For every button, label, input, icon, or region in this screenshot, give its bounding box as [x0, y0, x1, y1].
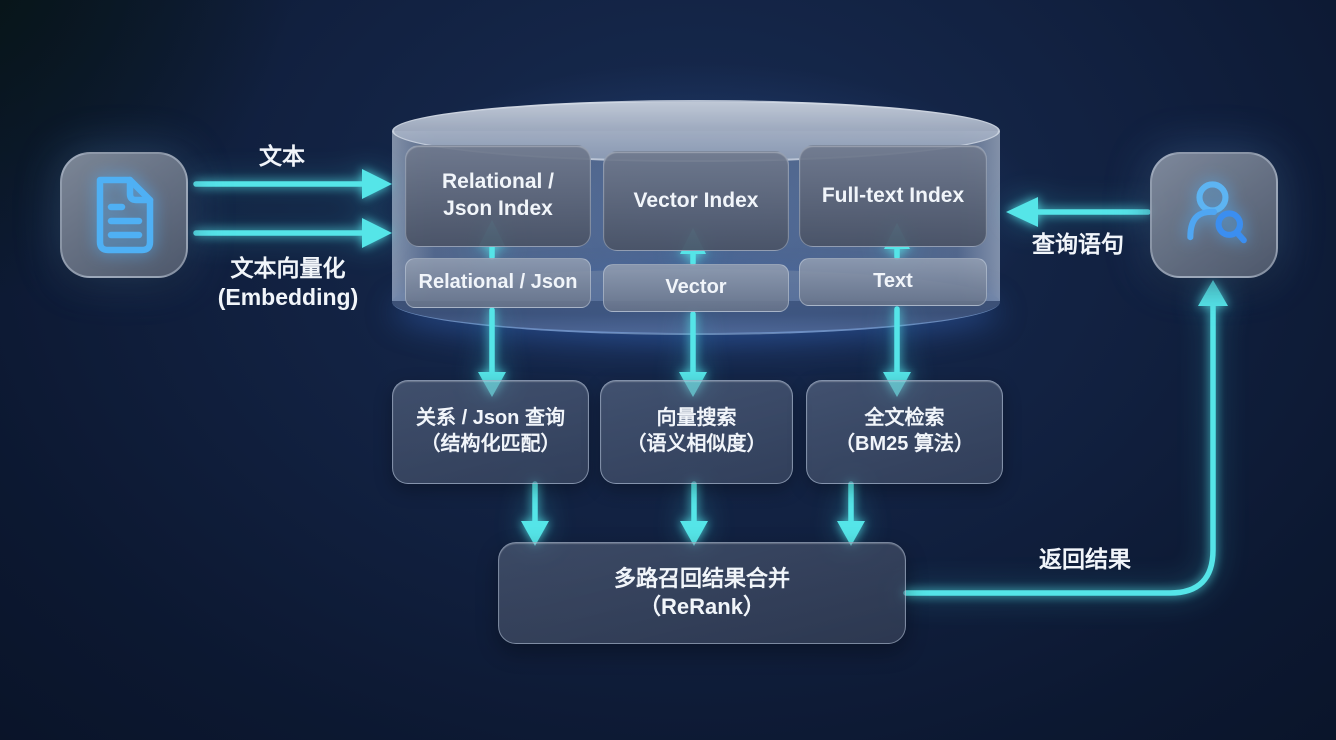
retrieval-box-label: （BM25 算法） — [835, 433, 974, 455]
index-box-label: Json Index — [443, 197, 553, 220]
label-return-result: 返回结果 — [1039, 546, 1131, 572]
arrow-fulltext-to-rerank — [837, 481, 865, 546]
document-icon — [96, 176, 154, 254]
retrieval-box-label: （结构化匹配） — [420, 433, 561, 455]
arrow-relational-to-rerank — [521, 481, 549, 546]
index-box-fulltext: Full-text Index — [799, 145, 987, 247]
rerank-box-label: （ReRank） — [639, 594, 765, 619]
storage-box-vector: Vector — [603, 264, 789, 312]
label-text-input: 文本 — [259, 143, 305, 169]
storage-box-label: Relational / Json — [418, 271, 578, 294]
retrieval-box-fulltext-search: 全文检索 （BM25 算法） — [806, 380, 1003, 484]
storage-box-text: Text — [799, 258, 987, 306]
retrieval-box-label: 全文检索 — [864, 407, 945, 430]
arrow-vector-to-rerank — [680, 481, 708, 546]
index-box-label: Relational / — [441, 170, 555, 194]
user-search-icon — [1187, 181, 1247, 244]
document-source-card — [60, 152, 188, 278]
index-box-vector: Vector Index — [603, 151, 789, 251]
index-box-label: Full-text Index — [821, 183, 965, 207]
rerank-box-label: 多路召回结果合并 — [613, 565, 790, 591]
retrieval-box-label: 关系 / Json 查询 — [416, 407, 565, 430]
retrieval-box-relational-query: 关系 / Json 查询 （结构化匹配） — [392, 380, 589, 484]
storage-box-label: Vector — [665, 276, 727, 299]
label-embedding: 文本向量化 (Embedding) — [178, 254, 398, 313]
user-query-card — [1150, 152, 1278, 278]
label-query: 查询语句 — [1032, 231, 1124, 257]
retrieval-box-label: 向量搜索 — [656, 407, 737, 430]
index-box-label: Vector Index — [633, 188, 759, 212]
index-box-relational-json: Relational / Json Index — [405, 145, 591, 247]
label-embedding-line1: 文本向量化 — [230, 255, 346, 281]
rerank-box: 多路召回结果合并 （ReRank） — [498, 542, 906, 644]
label-embedding-line2: (Embedding) — [217, 284, 359, 311]
storage-box-relational-json: Relational / Json — [405, 258, 591, 308]
retrieval-box-vector-search: 向量搜索 （语义相似度） — [600, 380, 793, 484]
storage-box-label: Text — [873, 270, 913, 293]
retrieval-box-label: （语义相似度） — [626, 433, 767, 455]
